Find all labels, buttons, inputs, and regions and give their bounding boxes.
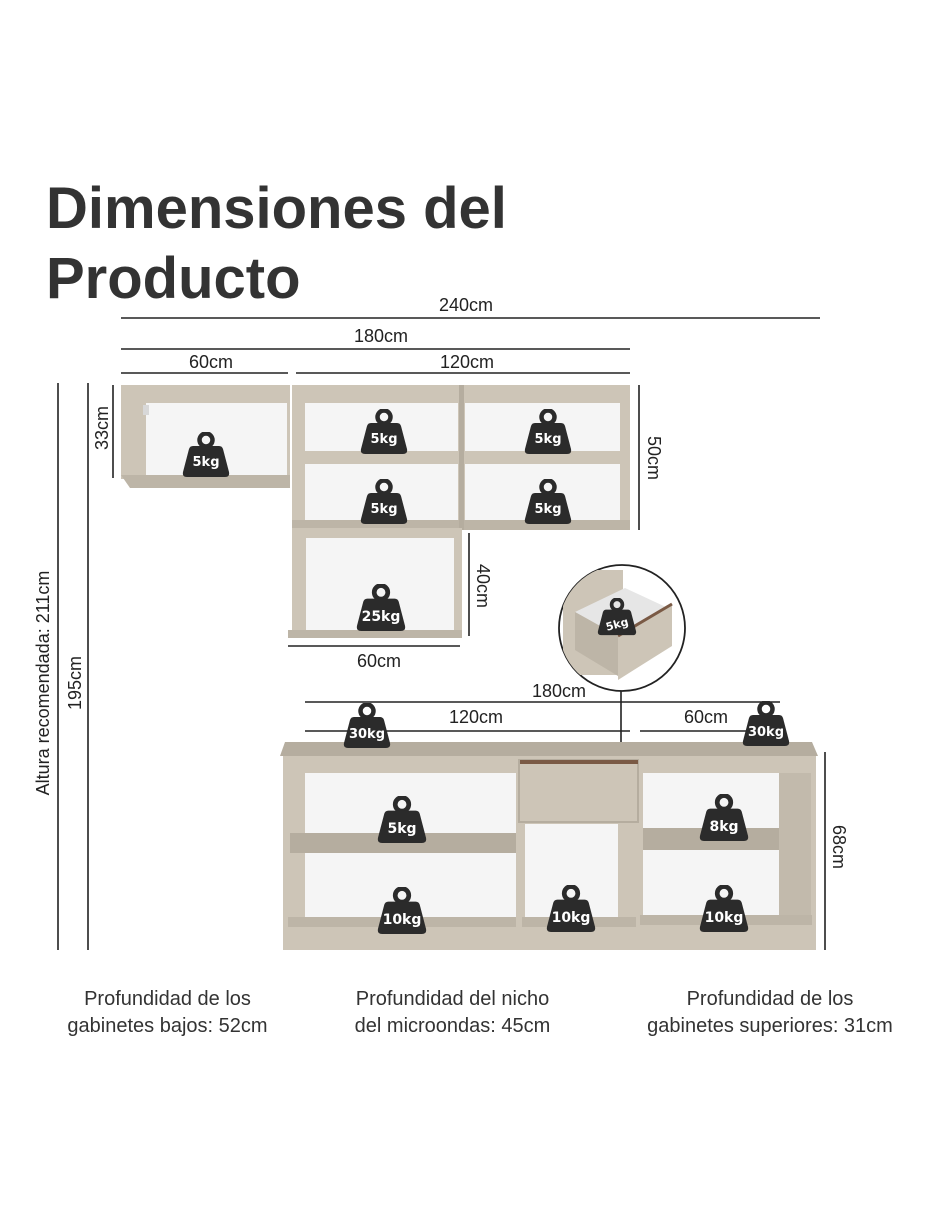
weight-label: 10kg (383, 912, 422, 928)
weight-icon-upper-mid-top: 5kg (361, 411, 407, 455)
dimension-labels: 240cm 180cm 60cm 120cm 33cm 50cm 40cm 60… (33, 295, 849, 869)
title-line-2: Producto (46, 246, 301, 311)
weight-icons: 5kg 5kg 5kg 5kg 5kg 25kg 5kg 30kg (183, 411, 789, 934)
weight-icon-upper-right-bottom: 5kg (525, 481, 571, 525)
note-microwave-depth: Profundidad del nicho del microondas: 45… (320, 986, 585, 1040)
note-upper-depth: Profundidad de los gabinetes superiores:… (620, 986, 920, 1040)
upper-right-cabinet (292, 385, 630, 530)
weight-icon-base-left-top: 5kg (378, 798, 426, 843)
weight-label: 5kg (535, 432, 562, 447)
note-lower-depth-line-1: Profundidad de los (84, 988, 251, 1010)
weight-label: 5kg (535, 502, 562, 517)
dim-hutch-width: 60cm (357, 651, 401, 671)
dim-upper-left-height: 33cm (92, 406, 112, 450)
dim-base-height: 68cm (829, 825, 849, 869)
weight-label: 8kg (709, 819, 738, 835)
page-title: Dimensiones del Producto (46, 174, 646, 314)
dim-upper-width: 180cm (354, 326, 408, 346)
weight-icon-counter-left: 30kg (344, 705, 390, 749)
title-line-1: Dimensiones del (46, 176, 507, 241)
dim-base-left-width: 120cm (449, 707, 503, 727)
dim-upper-right-height: 50cm (644, 436, 664, 480)
weight-label: 30kg (349, 727, 385, 742)
weight-icon-counter-right: 30kg (743, 703, 789, 747)
dim-overall-width: 240cm (439, 295, 493, 315)
note-lower-depth: Profundidad de los gabinetes bajos: 52cm (30, 986, 305, 1040)
dim-total-height: 195cm (65, 656, 85, 710)
weight-label: 25kg (362, 609, 401, 625)
weight-label: 5kg (387, 821, 416, 837)
dim-base-right-width: 60cm (684, 707, 728, 727)
dim-recommended-height: Altura recomendada: 211cm (33, 571, 53, 796)
weight-icon-base-right-bottom: 10kg (700, 887, 748, 932)
weight-icon-base-left-bottom: 10kg (378, 889, 426, 934)
dim-hutch-height: 40cm (473, 564, 493, 608)
weight-label: 5kg (604, 615, 629, 633)
weight-label: 5kg (193, 455, 220, 470)
note-microwave-depth-line-1: Profundidad del nicho (355, 988, 550, 1010)
note-microwave-depth-line-2: del microondas: 45cm (354, 1015, 551, 1037)
note-upper-depth-line-2: gabinetes superiores: 31cm (647, 1015, 893, 1037)
weight-label: 10kg (552, 910, 591, 926)
weight-label: 5kg (371, 432, 398, 447)
note-lower-depth-line-2: gabinetes bajos: 52cm (67, 1015, 268, 1037)
weight-label: 5kg (371, 502, 398, 517)
weight-icon-drawer: 5kg (597, 598, 637, 636)
weight-icon-base-mid-bottom: 10kg (547, 887, 595, 932)
dim-upper-left-width: 60cm (189, 352, 233, 372)
weight-icon-upper-right-top: 5kg (525, 411, 571, 455)
weight-icon-hutch: 25kg (357, 586, 405, 631)
weight-label: 30kg (748, 725, 784, 740)
note-upper-depth-line-1: Profundidad de los (686, 988, 854, 1010)
weight-icon-upper-left: 5kg (183, 434, 229, 478)
dim-base-width: 180cm (532, 681, 586, 701)
weight-icon-base-right-top: 8kg (700, 796, 748, 841)
weight-label: 10kg (705, 910, 744, 926)
dim-upper-right-width: 120cm (440, 352, 494, 372)
weight-icon-upper-mid-bottom: 5kg (361, 481, 407, 525)
